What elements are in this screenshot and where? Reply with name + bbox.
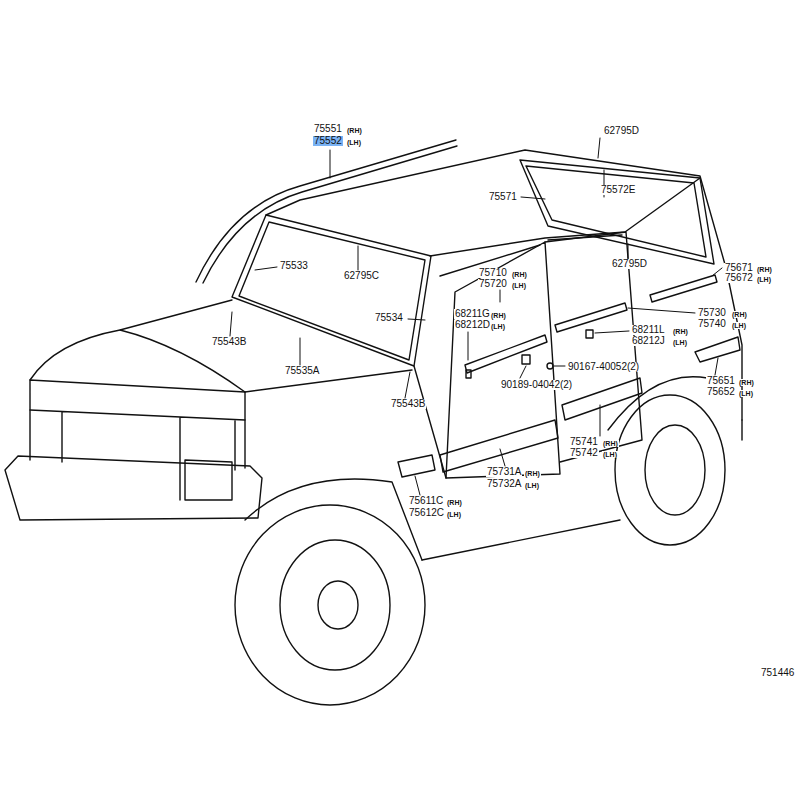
callout-number: 75671	[724, 263, 754, 273]
callout-number: 75742	[569, 448, 599, 458]
callout-number: 75551	[313, 124, 343, 134]
callout-number: 75533	[279, 261, 309, 271]
callout-number: 68211G	[454, 309, 491, 319]
side-note: (RH)	[602, 440, 619, 447]
side-note: (RH)	[738, 379, 755, 386]
side-note: (LH)	[511, 282, 527, 289]
callout-number: 90189-04042(2)	[500, 380, 573, 390]
callout-number: 62795C	[343, 271, 380, 281]
side-note: (LH)	[346, 139, 362, 146]
callout-number: 62795D	[611, 259, 648, 269]
side-note: (RH)	[524, 470, 541, 477]
side-note: (LH)	[524, 482, 540, 489]
callout-number: 75651	[706, 376, 736, 386]
side-note: (LH)	[446, 511, 462, 518]
callout-number: 75732A	[486, 479, 522, 489]
side-note: (RH)	[731, 311, 748, 318]
side-note: (RH)	[490, 312, 507, 319]
callout-number: 75730	[697, 308, 727, 318]
callout-number: 75572E	[600, 185, 636, 195]
side-note: (RH)	[511, 271, 528, 278]
callout-number: 75571	[488, 192, 518, 202]
callout-number: 75543B	[390, 399, 426, 409]
callout-number: 75535A	[284, 366, 320, 376]
side-note: (RH)	[346, 127, 363, 134]
callout-number: 75552	[313, 136, 343, 146]
side-note: (LH)	[738, 390, 754, 397]
side-note: (RH)	[446, 499, 463, 506]
side-note: (RH)	[672, 328, 689, 335]
callout-number: 75543B	[211, 337, 247, 347]
side-note: (LH)	[731, 322, 747, 329]
side-note: (LH)	[602, 451, 618, 458]
callout-number: 75740	[697, 319, 727, 329]
callout-number: 75741	[569, 437, 599, 447]
callout-number: 75611C	[408, 496, 444, 506]
callout-number: 62795D	[603, 126, 640, 136]
callout-number: 68212D	[454, 320, 491, 330]
callout-number: 751446	[760, 668, 795, 678]
side-note: (LH)	[756, 276, 772, 283]
callout-number: 75731A	[486, 467, 522, 477]
callout-number: 75612C	[408, 508, 445, 518]
callout-number: 75720	[478, 279, 508, 289]
side-note: (LH)	[490, 323, 506, 330]
callout-number: 75534	[374, 313, 404, 323]
callout-number: 75672	[724, 273, 754, 283]
callout-number: 68211L	[631, 325, 666, 335]
callout-number: 75652	[706, 387, 736, 397]
callout-number: 75710	[478, 268, 508, 278]
side-note: (LH)	[672, 339, 688, 346]
callout-number: 68212J	[631, 336, 666, 346]
callout-number: 90167-40052(2)	[567, 362, 640, 372]
side-note: (RH)	[756, 266, 773, 273]
